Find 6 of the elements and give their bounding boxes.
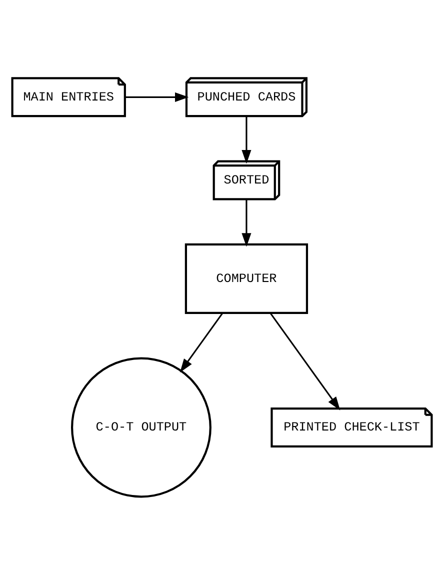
node-box: COMPUTER <box>184 243 308 314</box>
arrow <box>242 116 252 164</box>
arrow <box>242 199 252 247</box>
arrow <box>270 312 340 410</box>
arrow <box>180 312 224 372</box>
arrow <box>125 92 189 102</box>
